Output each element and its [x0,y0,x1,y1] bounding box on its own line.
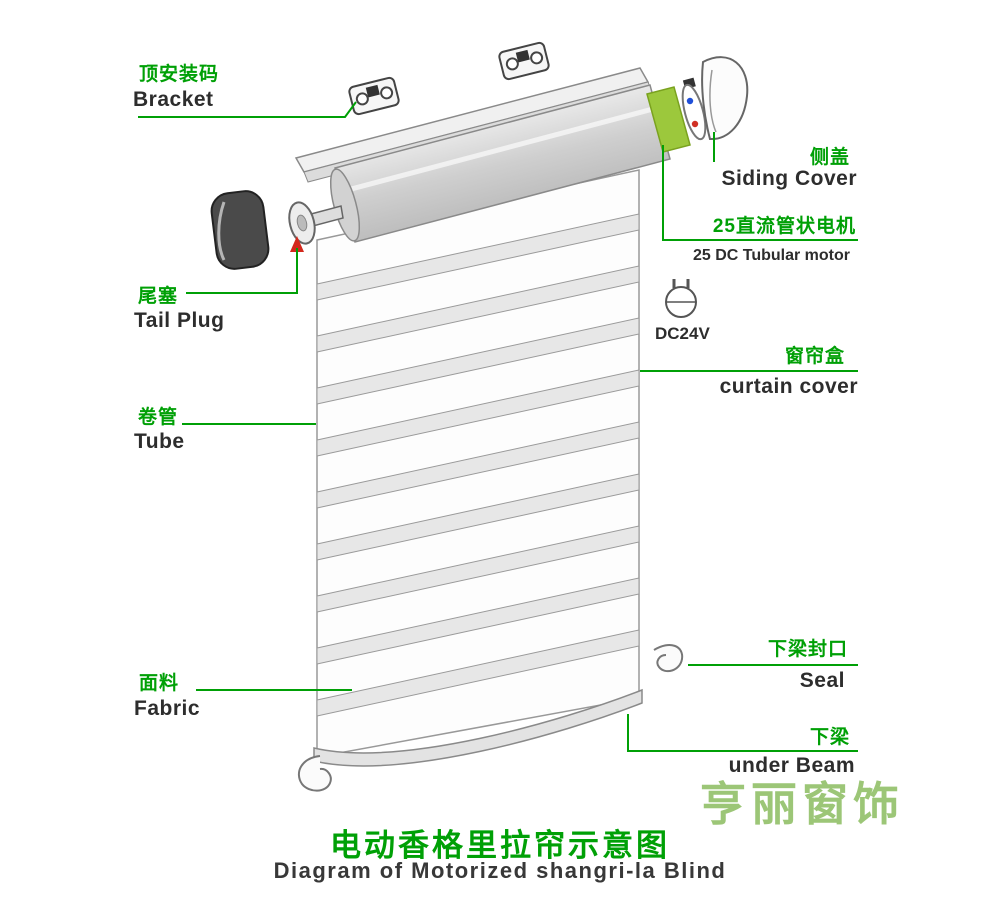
siding-cover-label-zh: 侧盖 [809,147,850,168]
vane [316,369,640,457]
tail-plug-label-en: Tail Plug [134,309,225,332]
seal-part [653,644,684,673]
under-beam-leader-line [627,714,858,752]
motor-label-en: 25 DC Tubular motor [692,247,850,264]
motor-head-part [646,77,707,153]
leader-lines [138,101,858,752]
bottom-left-cap-part [297,755,332,792]
motor-leader-line [662,145,858,241]
vane [316,265,640,353]
under-beam-part [313,688,643,767]
tube-label-en: Tube [134,430,185,453]
vane [316,577,640,665]
vane [316,525,640,613]
red-arrow-icon [290,236,304,252]
dc-plug-icon [665,279,697,318]
bracket-part-1 [348,76,400,116]
blind-fabric-part [316,169,640,758]
seal-label-en: Seal [799,669,845,692]
motor-label-zh: 25直流管状电机 [712,216,856,237]
under-beam-label-en: under Beam [728,754,855,777]
tube-label-zh: 卷管 [138,407,179,428]
vane [316,317,640,405]
tail-plug-leader-line [186,248,298,294]
tail-plug-part [210,190,344,270]
siding-cover-part [701,56,749,141]
watermark: 亨丽窗饰 [700,777,904,831]
seal-label-zh: 下梁封口 [767,639,848,660]
bracket-label-en: Bracket [133,88,214,111]
tail-plug-label-zh: 尾塞 [138,286,179,307]
vane [316,473,640,561]
fabric-label-zh: 面料 [139,673,180,694]
diagram-title-en: Diagram of Motorized shangri-la Blind [273,858,727,883]
dc24v-label: DC24V [655,324,710,343]
siding-cover-label-en: Siding Cover [721,167,857,190]
bracket-leader-line [138,101,357,118]
vane [316,629,640,717]
fabric-label-en: Fabric [134,697,201,720]
under-beam-label-zh: 下梁 [809,727,850,748]
roller-tube-part [329,84,671,243]
bracket-label-zh: 顶安装码 [139,64,220,85]
bracket-part-2 [498,41,550,81]
diagram-title-zh: 电动香格里拉帘示意图 [330,828,670,863]
curtain-cover-label-en: curtain cover [719,375,858,398]
vane [316,421,640,509]
curtain-cover-label-zh: 窗帘盒 [784,346,845,367]
vane [316,213,640,301]
